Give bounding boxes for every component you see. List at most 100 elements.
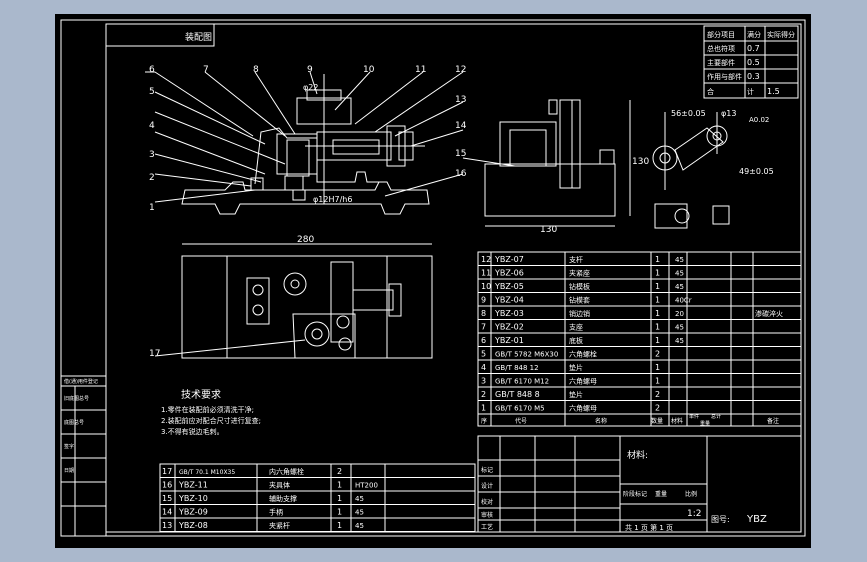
- score-r1-item: 总也符项: [707, 44, 735, 53]
- drawing-no-label: 图号:: [711, 515, 730, 524]
- bom-no: 8: [481, 309, 486, 318]
- score-r4-grade: 计: [747, 87, 754, 96]
- bom-no: 10: [481, 282, 491, 291]
- bom-name: 钻模板: [569, 282, 590, 291]
- bom-name: 支杆: [569, 255, 583, 264]
- score-r3-grade: 0.3: [747, 72, 760, 81]
- left-bom-name: 夹具体: [269, 481, 290, 490]
- side-view: 130 130 15: [455, 99, 649, 235]
- left-bom-qty: 1: [337, 508, 342, 517]
- left-bom-code: YBZ-10: [178, 494, 208, 503]
- tech-item-2: 2.装配前应对配合尺寸进行复查;: [161, 416, 261, 425]
- bom-name: 销边销: [569, 309, 590, 318]
- bom-qty: 2: [655, 390, 660, 399]
- bom-code: YBZ-07: [494, 255, 524, 264]
- scale-value: 1:2: [687, 509, 701, 519]
- left-bom-mat: 45: [355, 509, 364, 517]
- bom-qty: 1: [655, 323, 660, 332]
- outer-border: [60, 19, 806, 537]
- bom-name: 垫片: [569, 390, 583, 399]
- bom-name: 夹紧座: [569, 269, 590, 278]
- bom-code: GB/T 848 8: [495, 390, 540, 399]
- balloon-6: 6: [149, 65, 155, 75]
- balloon-15: 15: [455, 149, 466, 159]
- bom-mat: 45: [675, 337, 684, 345]
- bom-no: 1: [481, 404, 486, 413]
- bom-qty: 1: [655, 296, 660, 305]
- bom-h-name: 名称: [595, 417, 607, 425]
- bom-qty: 1: [655, 282, 660, 291]
- bom-no: 12: [481, 255, 491, 264]
- dim-d13: φ13: [721, 109, 736, 118]
- bom-code: GB/T 5782 M6X30: [495, 351, 558, 359]
- left-bom-qty: 1: [337, 481, 342, 490]
- left-bom-no: 17: [162, 467, 172, 476]
- left-bom-mat: HT200: [355, 482, 378, 490]
- bom-mat: 45: [675, 324, 684, 332]
- bom-no: 7: [481, 323, 486, 332]
- left-bom-no: 16: [162, 481, 172, 490]
- row-process: 工艺: [481, 523, 493, 531]
- left-bom-name: 手柄: [269, 508, 283, 517]
- side-registration: 借(通)用件登记 旧底图总号 底图总号 签字 日期: [60, 375, 107, 537]
- row-review: 审核: [481, 511, 493, 519]
- bom-code: YBZ-02: [494, 323, 524, 332]
- bom-h-single: 单件: [689, 413, 699, 420]
- bom-no: 11: [481, 269, 491, 278]
- balloon-17: 17: [149, 349, 160, 359]
- bom-name: 六角螺栓: [569, 350, 597, 359]
- side-label-2: 底图总号: [64, 419, 84, 426]
- score-h-score: 实际得分: [767, 30, 795, 39]
- front-view: 1 2 3 4 5 6 7 8 9 10 11 12 13 14 16 φ22 …: [145, 65, 467, 215]
- bom-code: YBZ-04: [494, 296, 524, 305]
- left-bom-no: 15: [162, 494, 172, 503]
- balloon-11: 11: [415, 65, 426, 75]
- bom-h-total: 总计: [711, 413, 721, 420]
- dim-w280: 280: [297, 235, 314, 245]
- score-h-grade: 满分: [747, 30, 761, 39]
- dim-h130: 130: [632, 157, 649, 167]
- title-strip: [105, 23, 215, 47]
- left-bom-no: 14: [162, 508, 172, 517]
- dim-w130: 130: [540, 225, 557, 235]
- bom-qty: 1: [655, 336, 660, 345]
- tech-title: 技术要求: [181, 388, 221, 401]
- balloon-12: 12: [455, 65, 466, 75]
- score-r2-item: 主要部件: [707, 58, 735, 67]
- sheet-count: 共 1 页 第 1 页: [625, 523, 673, 532]
- bom-h-note: 备注: [767, 417, 779, 425]
- inner-border: [105, 23, 802, 533]
- material-label: 材料:: [627, 449, 648, 461]
- title-strip-label: 装配图: [185, 31, 212, 43]
- stage-label: 阶段标记: [623, 490, 647, 498]
- left-bom-qty: 1: [337, 494, 342, 503]
- balloon-10: 10: [363, 65, 375, 75]
- bom-no: 4: [481, 363, 486, 372]
- cad-drawing: 装配图 部分项目 满分 实际得分 总也符项 0.7 主要部件 0.5 作用与部件…: [60, 19, 806, 537]
- drawing-sheet: 装配图 部分项目 满分 实际得分 总也符项 0.7 主要部件 0.5 作用与部件…: [55, 14, 811, 548]
- bom-name: 钻模套: [569, 296, 590, 305]
- score-r2-grade: 0.5: [747, 58, 760, 67]
- bom-mat: 45: [675, 283, 684, 291]
- tech-requirements: 技术要求 1.零件在装配前必须清洗干净; 2.装配前应对配合尺寸进行复查; 3.…: [161, 388, 261, 436]
- bom-h-no: 序: [481, 417, 487, 425]
- tech-item-1: 1.零件在装配前必须清洗干净;: [161, 405, 254, 414]
- left-bom-qty: 1: [337, 521, 342, 530]
- bom-no: 2: [481, 390, 486, 399]
- bom-name: 六角螺母: [569, 377, 597, 386]
- bom-name: 底板: [569, 336, 583, 345]
- left-bom-name: 辅助支撑: [269, 494, 297, 503]
- left-bom-qty: 2: [337, 467, 342, 476]
- balloon-4: 4: [149, 121, 155, 131]
- bom-code: YBZ-05: [494, 282, 524, 291]
- left-bom-name: 夹紧杆: [269, 521, 290, 530]
- left-bom-code: GB/T 70.1 M10X35: [179, 469, 235, 476]
- balloon-8: 8: [253, 65, 259, 75]
- balloon-14: 14: [455, 121, 467, 131]
- left-bom-code: YBZ-09: [178, 508, 208, 517]
- bom-code: GB/T 848 12: [495, 364, 539, 372]
- score-table: 部分项目 满分 实际得分 总也符项 0.7 主要部件 0.5 作用与部件 0.3…: [703, 25, 799, 99]
- top-view: 280 17: [149, 235, 433, 359]
- bom-mat: 40Cr: [675, 297, 692, 305]
